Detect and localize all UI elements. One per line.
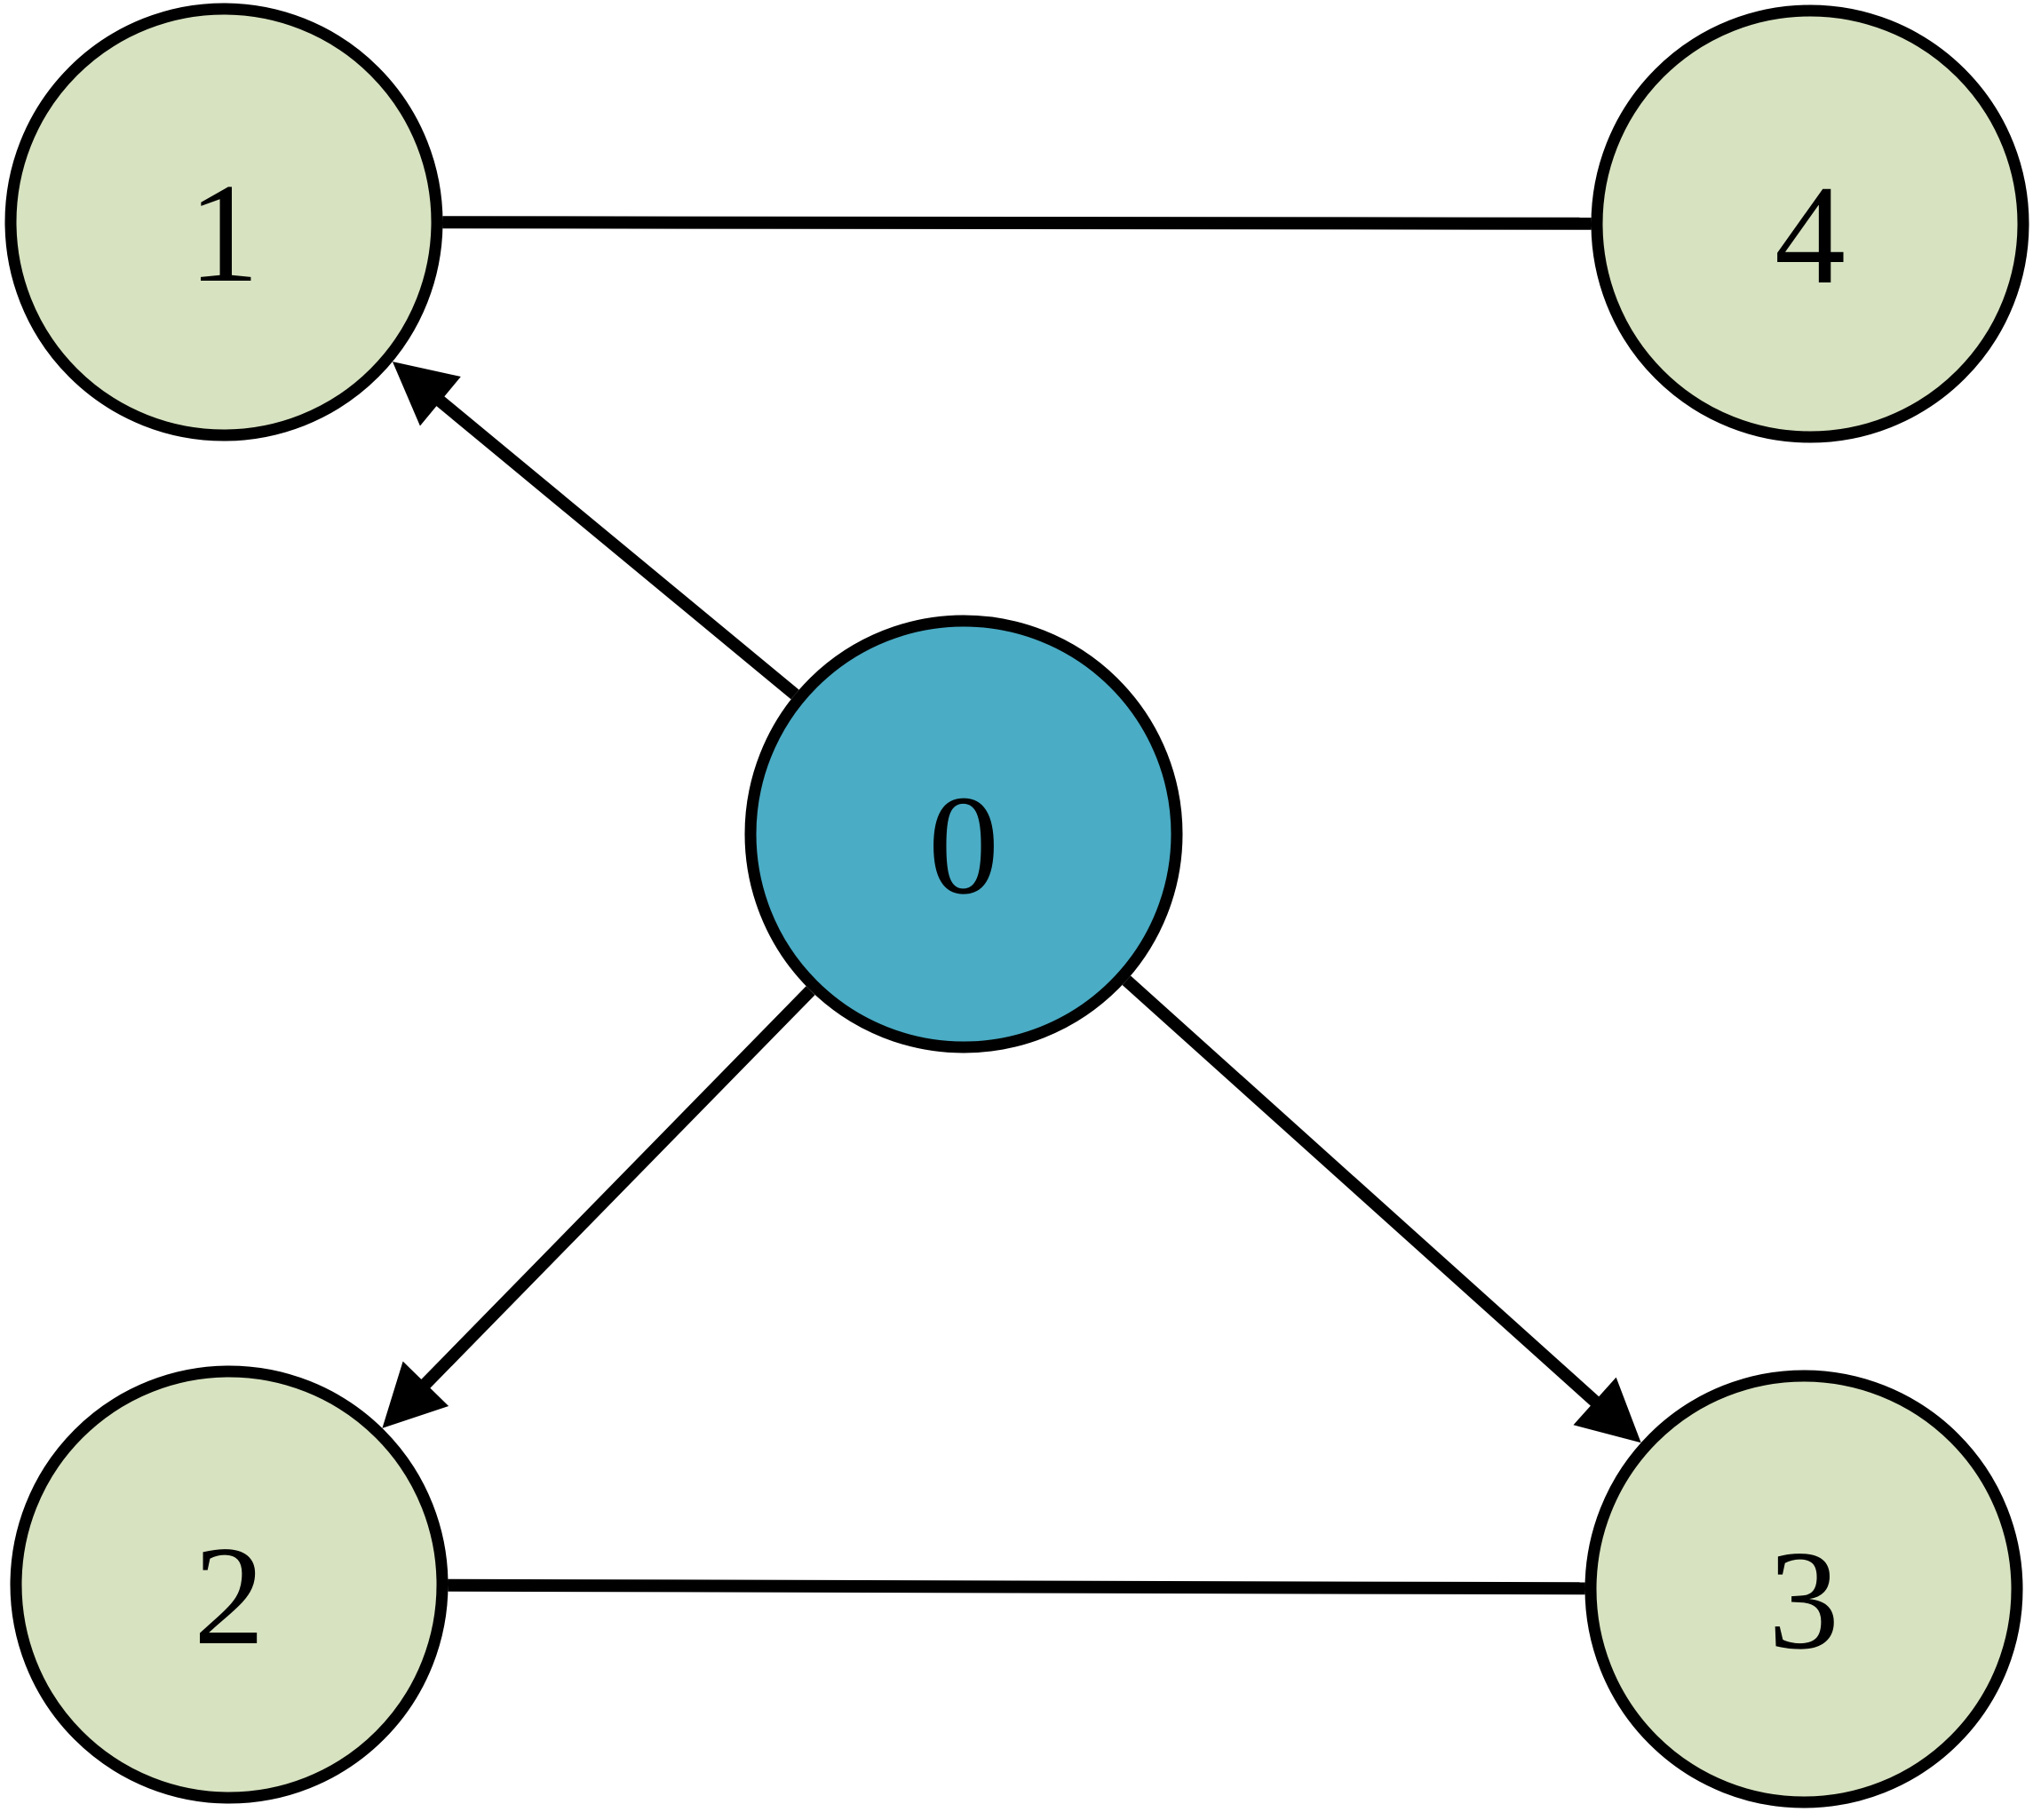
node-group-4: 4 xyxy=(1591,4,2029,443)
node-label-2: 2 xyxy=(194,1516,265,1674)
edge-0-2 xyxy=(410,986,815,1400)
node-group-0: 0 xyxy=(744,615,1183,1053)
arrowhead-0-2 xyxy=(382,1361,449,1428)
edges-layer xyxy=(382,216,1641,1595)
node-2 xyxy=(10,1365,449,1804)
edge-0-3 xyxy=(1122,975,1611,1417)
node-label-4: 4 xyxy=(1775,155,1846,314)
nodes-layer: 0 1 2 3 4 xyxy=(4,3,2029,1808)
arrowhead-0-1 xyxy=(392,362,461,426)
node-label-3: 3 xyxy=(1768,1521,1839,1679)
node-3 xyxy=(1584,1370,2023,1808)
node-group-2: 2 xyxy=(10,1365,449,1804)
arrowhead-0-3 xyxy=(1573,1377,1641,1443)
edge-1-4 xyxy=(442,216,1592,230)
node-1 xyxy=(4,3,443,441)
node-4 xyxy=(1591,4,2029,443)
node-group-3: 3 xyxy=(1584,1370,2023,1808)
edge-2-3 xyxy=(448,1578,1585,1595)
node-0 xyxy=(744,615,1183,1053)
node-label-1: 1 xyxy=(188,154,259,312)
edge-0-1 xyxy=(424,386,799,700)
node-group-1: 1 xyxy=(4,3,443,441)
node-label-0: 0 xyxy=(928,766,999,924)
